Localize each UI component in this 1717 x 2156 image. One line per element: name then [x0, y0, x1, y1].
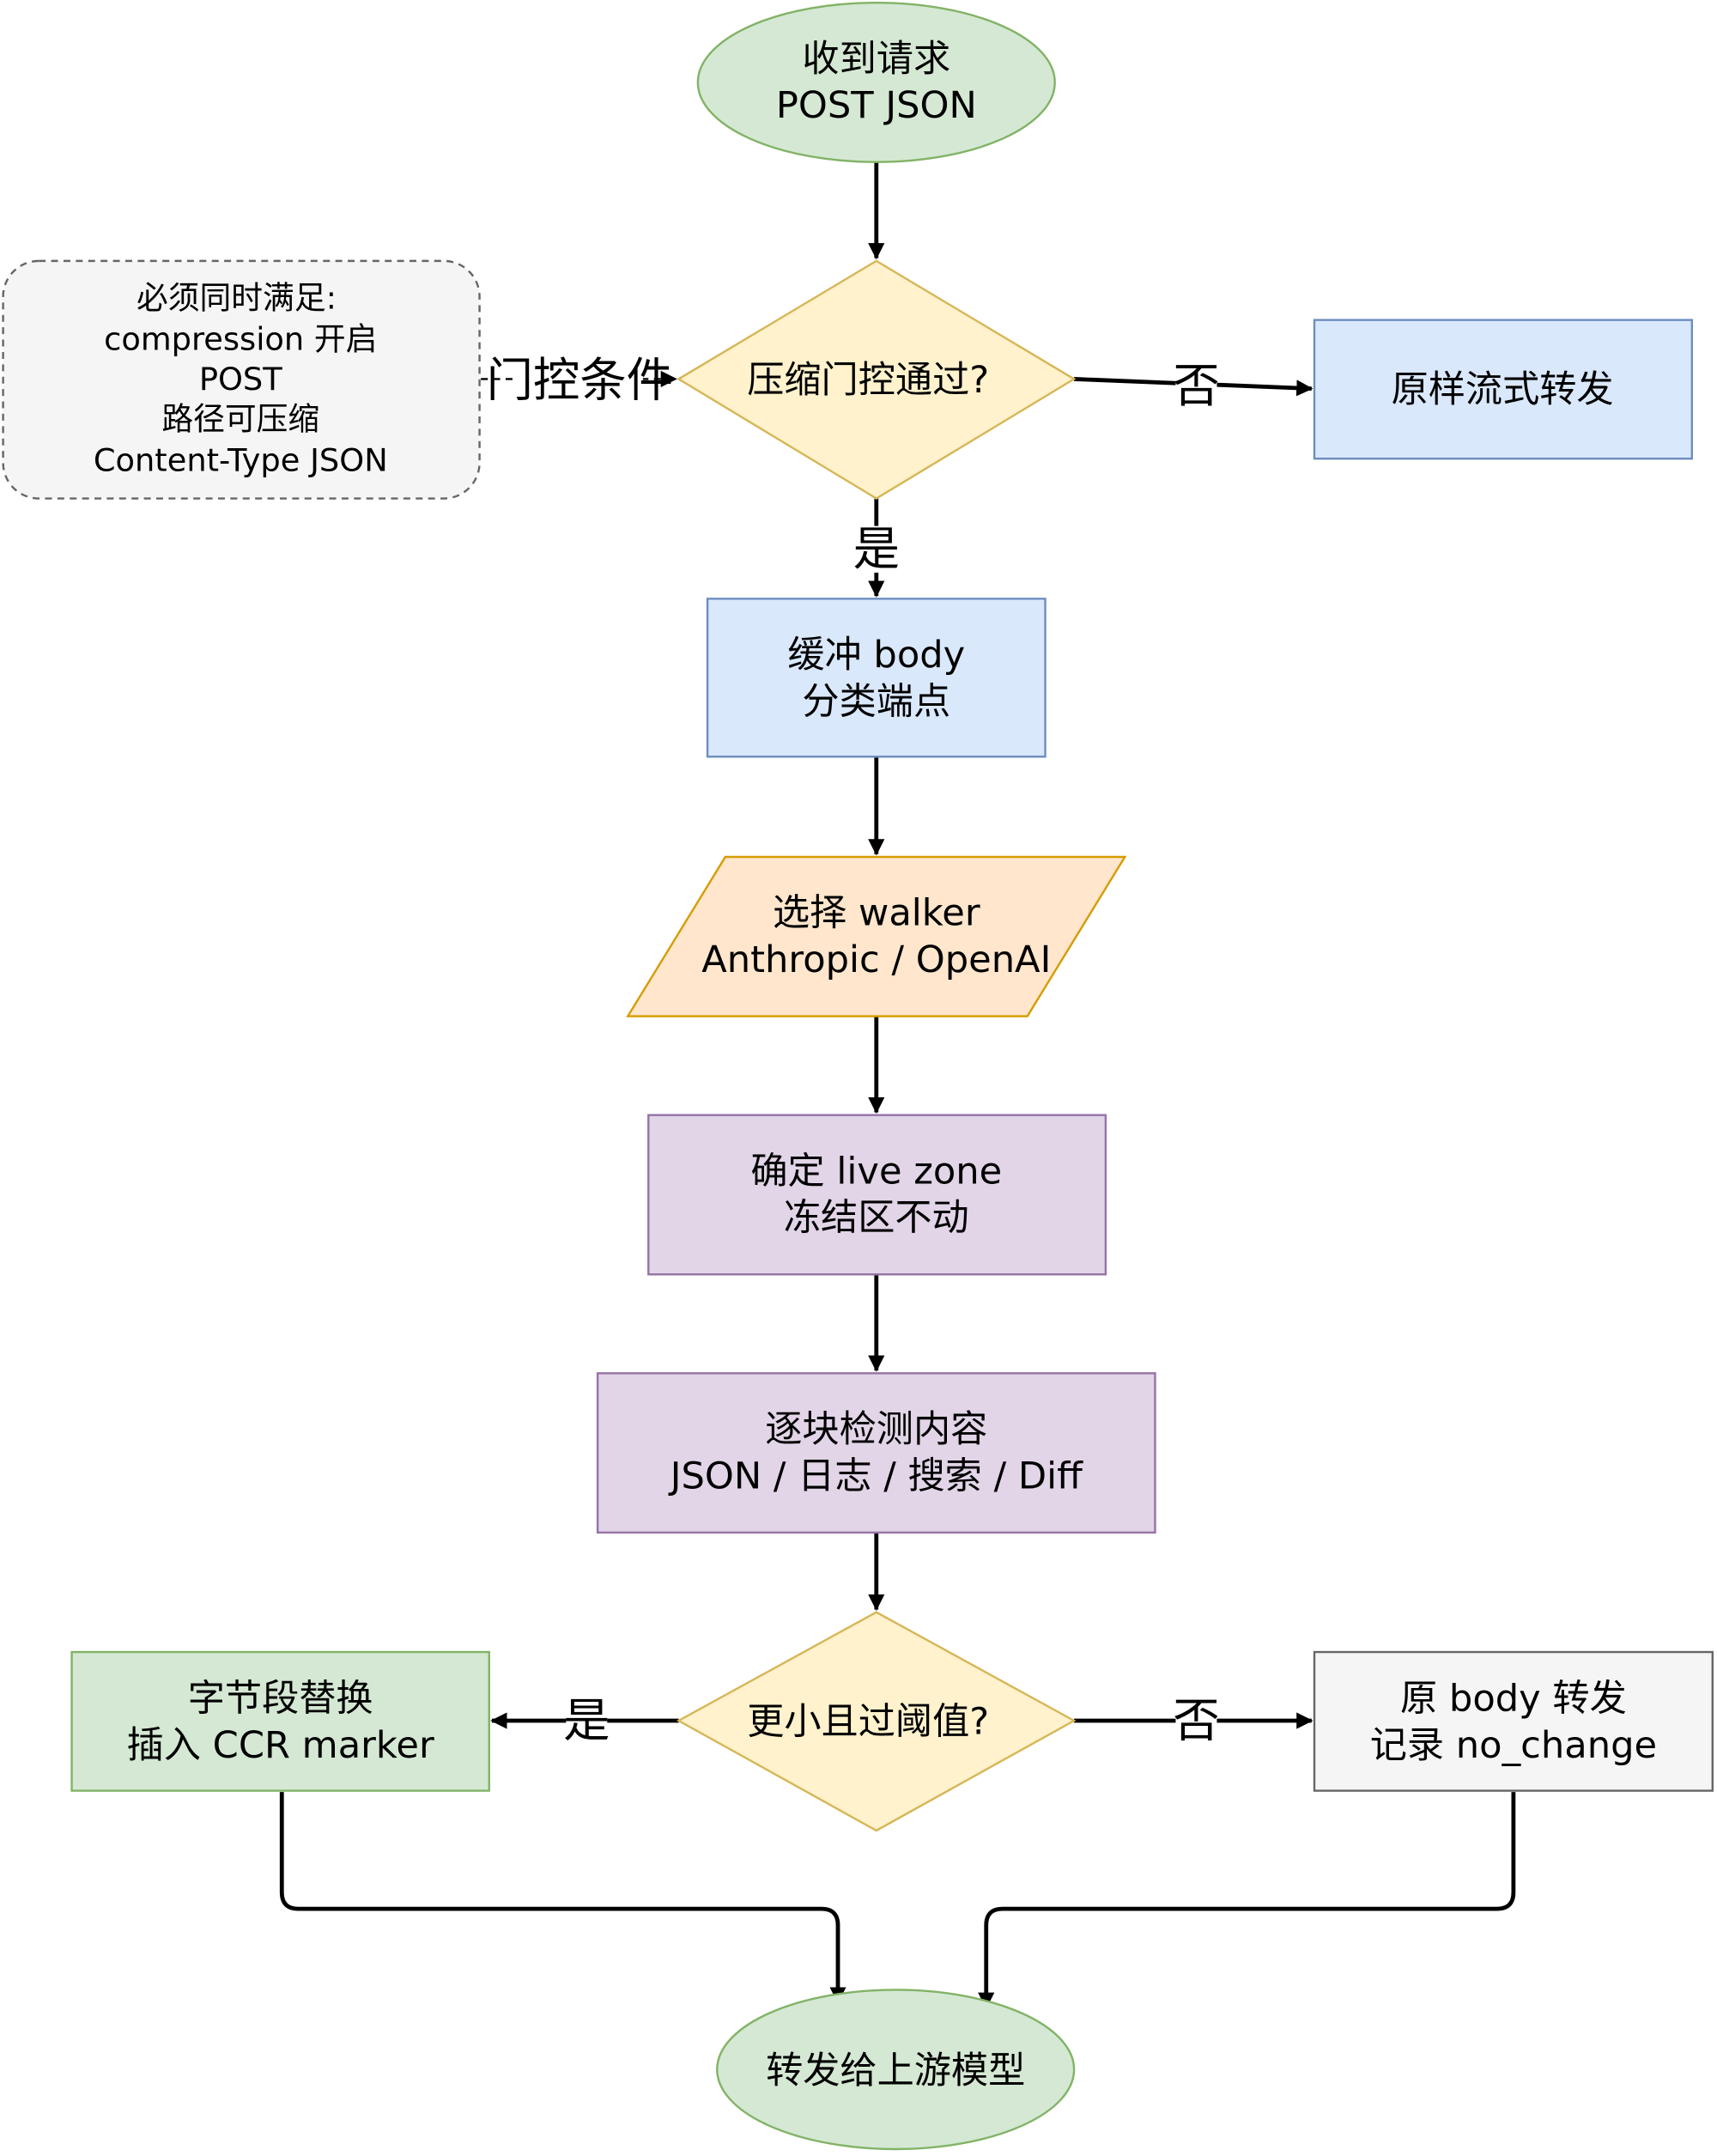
start-label-line2: POST JSON [776, 84, 977, 127]
buffer-label-line2: 分类端点 [802, 680, 950, 723]
note-line4: 路径可压缩 [161, 400, 319, 437]
threshold-decision-label: 更小且过阈值? [747, 1701, 989, 1744]
note-line2: compression 开启 [104, 321, 377, 358]
passthrough-label: 原样流式转发 [1392, 368, 1614, 411]
replace-label-line2: 插入 CCR marker [127, 1724, 434, 1767]
edge-label-gate-yes: 是 [853, 522, 900, 576]
edge-label-gate-condition: 门控条件 [487, 354, 673, 408]
edge-nochange-to-end [978, 1792, 1516, 2009]
walker-label-line2: Anthropic / OpenAI [701, 938, 1051, 981]
no-change-node: 原 body 转发 记录 no_change [1313, 1650, 1714, 1792]
edge-label-threshold-yes: 是 [563, 1694, 610, 1748]
edge-replace-to-end [279, 1792, 846, 2004]
replace-label-line1: 字节段替换 [188, 1677, 373, 1720]
end-label: 转发给上游模型 [766, 2050, 1025, 2092]
threshold-decision: 更小且过阈值? [676, 1611, 1077, 1832]
edge-label-threshold-no: 否 [1173, 1694, 1219, 1748]
detect-label-line1: 逐块检测内容 [765, 1408, 987, 1451]
end-node: 转发给上游模型 [716, 1989, 1076, 2151]
live-zone-label-line1: 确定 live zone [750, 1150, 1002, 1193]
replace-node: 字节段替换 插入 CCR marker [70, 1650, 490, 1792]
detect-label-line2: JSON / 日志 / 搜索 / Diff [668, 1455, 1083, 1497]
walker-node: 选择 walker Anthropic / OpenAI [626, 855, 1127, 1017]
no-change-label-line2: 记录 no_change [1370, 1724, 1657, 1767]
gate-decision: 压缩门控通过? [676, 259, 1077, 500]
gate-conditions-note: 必须同时满足: compression 开启 POST 路径可压缩 Conten… [2, 259, 481, 500]
live-zone-label-line2: 冻结区不动 [784, 1197, 969, 1240]
buffer-label-line1: 缓冲 body [787, 634, 965, 677]
walker-label-line1: 选择 walker [773, 892, 980, 935]
start-label-line1: 收到请求 [802, 38, 950, 81]
detect-node: 逐块检测内容 JSON / 日志 / 搜索 / Diff [596, 1372, 1156, 1534]
note-line3: POST [199, 361, 282, 398]
note-line5: Content-Type JSON [94, 441, 388, 478]
start-node: 收到请求 POST JSON [696, 1, 1056, 163]
live-zone-node: 确定 live zone 冻结区不动 [647, 1114, 1107, 1276]
edge-label-gate-no: 否 [1173, 359, 1219, 413]
buffer-node: 缓冲 body 分类端点 [706, 598, 1047, 758]
note-line1: 必须同时满足: [137, 280, 337, 317]
edges: 门控条件 否 是 是 否 [279, 161, 1516, 2009]
passthrough-node: 原样流式转发 [1313, 319, 1694, 460]
gate-decision-label: 压缩门控通过? [747, 359, 989, 402]
no-change-label-line1: 原 body 转发 [1400, 1677, 1627, 1720]
